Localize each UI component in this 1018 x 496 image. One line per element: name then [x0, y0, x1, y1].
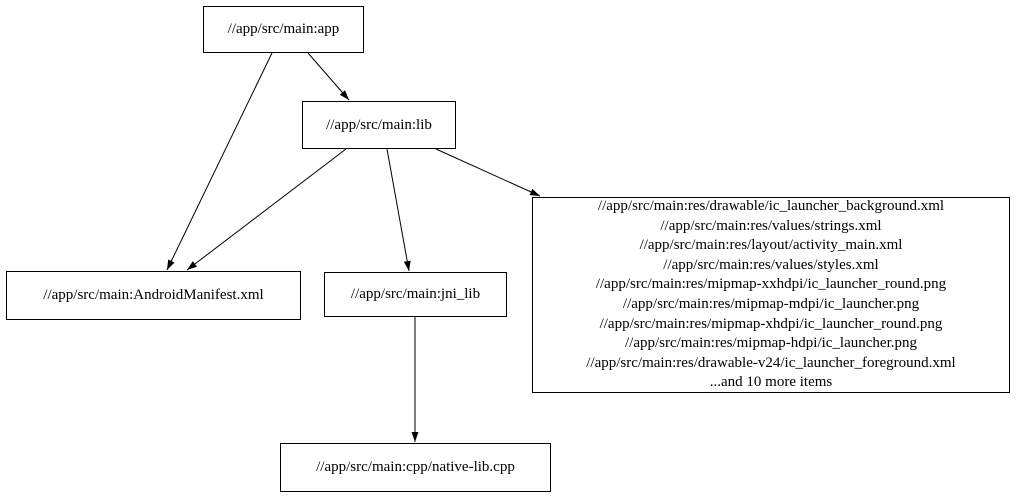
res-group-line: //app/src/main:res/values/styles.xml: [663, 256, 879, 273]
res-group-line: //app/src/main:res/mipmap-xhdpi/ic_launc…: [599, 315, 943, 332]
res-group-line: //app/src/main:res/drawable-v24/ic_launc…: [586, 354, 956, 371]
edge-app-to-android-manifest: [166, 52, 273, 271]
node-jni-lib-label: //app/src/main:jni_lib: [350, 286, 481, 302]
edge-lib-to-android-manifest: [186, 148, 347, 271]
res-group-line: //app/src/main:res/mipmap-hdpi/ic_launch…: [624, 335, 917, 352]
edge-lib-to-jni-lib: [386, 148, 411, 272]
res-group-line: //app/src/main:res/mipmap-mdpi/ic_launch…: [622, 296, 920, 312]
node-app-label: //app/src/main:app: [227, 21, 340, 37]
res-group-more-items: ...and 10 more items: [709, 374, 833, 391]
node-android-manifest: //app/src/main:AndroidManifest.xml: [6, 271, 301, 320]
res-group-line: //app/src/main:res/drawable/ic_launcher_…: [597, 198, 945, 215]
node-native-lib-label: //app/src/main:cpp/native-lib.cpp: [316, 459, 515, 475]
res-group-line: //app/src/main:res/values/strings.xml: [660, 217, 882, 234]
res-group-line: //app/src/main:res/layout/activity_main.…: [639, 237, 903, 254]
edge-app-to-lib: [307, 52, 350, 101]
node-lib-label: //app/src/main:lib: [326, 116, 432, 133]
edge-lib-to-res-group: [435, 148, 541, 197]
node-lib: //app/src/main:lib: [302, 101, 456, 149]
node-jni-lib: //app/src/main:jni_lib: [324, 272, 507, 317]
res-group-line: //app/src/main:res/mipmap-xxhdpi/ic_laun…: [595, 276, 947, 293]
node-app: //app/src/main:app: [203, 6, 364, 53]
node-native-lib: //app/src/main:cpp/native-lib.cpp: [280, 443, 551, 492]
node-res-group: //app/src/main:res/drawable/ic_launcher_…: [532, 197, 1010, 393]
node-android-manifest-label: //app/src/main:AndroidManifest.xml: [43, 287, 264, 303]
